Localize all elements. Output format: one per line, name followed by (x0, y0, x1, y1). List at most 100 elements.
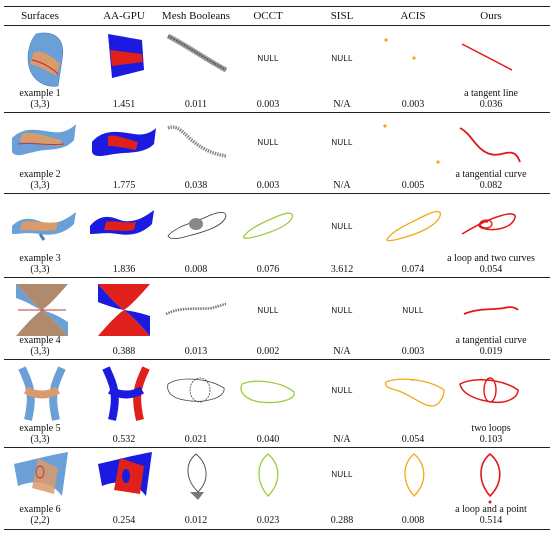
header-sisl: SISL (330, 10, 354, 22)
row6-acis: 0.008 (401, 515, 425, 526)
bottom-rule (4, 529, 550, 531)
row1-sisl: N/A (333, 99, 351, 110)
row5-degree: (3,3) (30, 434, 50, 445)
row5-sisl: N/A (333, 434, 351, 445)
row3-sisl-null: NULL (331, 222, 353, 231)
row6-ours-figure (480, 452, 501, 504)
row3-degree: (3,3) (30, 264, 50, 275)
row4-acis: 0.003 (401, 346, 425, 357)
row4-example: example 4 (19, 335, 61, 346)
row3-occt: 0.076 (256, 264, 280, 275)
header-ours: Ours (480, 10, 502, 22)
row2-surfaces-figure (12, 124, 76, 156)
row4-sisl-null: NULL (331, 306, 353, 315)
row1-surfaces-figure (27, 32, 64, 87)
row2-mesh: 0.038 (184, 180, 208, 191)
row6-occt-figure (258, 453, 279, 497)
row4-occt: 0.002 (256, 346, 280, 357)
row2-acis-figure (383, 124, 440, 164)
row2-description: a tangential curve (455, 169, 527, 180)
header-surfaces: Surfaces (21, 10, 59, 22)
row2-example: example 2 (19, 169, 61, 180)
row6-description: a loop and a point (455, 504, 527, 515)
row4-surfaces-figure (16, 284, 68, 336)
row5-aagpu: 0.532 (112, 434, 136, 445)
row4-ours-figure (463, 306, 519, 315)
row4-occt-null: NULL (257, 306, 279, 315)
row1-sisl-null: NULL (331, 54, 353, 63)
top-rule (4, 6, 550, 8)
row3-occt-figure (243, 212, 294, 239)
row2-sisl-null: NULL (331, 138, 353, 147)
row5-surfaces-figure (18, 366, 66, 421)
row1-example: example 1 (19, 88, 61, 99)
row5-rule (4, 447, 550, 448)
row3-ours: 0.054 (479, 264, 503, 275)
row2-occt: 0.003 (256, 180, 280, 191)
row1-rule (4, 112, 550, 113)
row6-sisl-null: NULL (331, 470, 353, 479)
row4-mesh-figure (165, 302, 227, 316)
row1-mesh-figure (166, 33, 228, 73)
row6-occt: 0.023 (256, 515, 280, 526)
row3-aagpu: 1.836 (112, 264, 136, 275)
row5-aagpu-figure (102, 366, 150, 421)
header-acis: ACIS (400, 10, 426, 22)
row5-description: two loops (471, 423, 511, 434)
row4-ours: 0.019 (479, 346, 503, 357)
row3-acis-figure (386, 210, 442, 242)
row6-mesh: 0.012 (184, 515, 208, 526)
row1-ours-figure (461, 43, 513, 71)
row6-ours: 0.514 (479, 515, 503, 526)
row2-degree: (3,3) (30, 180, 50, 191)
row4-degree: (3,3) (30, 346, 50, 357)
row2-occt-null: NULL (257, 138, 279, 147)
row5-sisl-null: NULL (331, 386, 353, 395)
row2-ours-figure (459, 127, 521, 163)
row3-mesh: 0.008 (184, 264, 208, 275)
row1-acis-figure (384, 38, 416, 60)
row6-acis-figure (404, 453, 425, 497)
row5-mesh: 0.021 (184, 434, 208, 445)
row1-acis: 0.003 (401, 99, 425, 110)
row3-example: example 3 (19, 253, 61, 264)
row2-mesh-figure (167, 125, 227, 158)
row1-degree: (3,3) (30, 99, 50, 110)
row1-occt: 0.003 (256, 99, 280, 110)
row2-rule (4, 193, 550, 194)
row4-sisl: N/A (333, 346, 351, 357)
row1-aagpu-figure (108, 34, 144, 78)
row3-description: a loop and two curves (447, 253, 535, 264)
row2-sisl: N/A (333, 180, 351, 191)
row6-aagpu-figure (98, 452, 152, 496)
header-occt: OCCT (253, 10, 283, 22)
row6-sisl: 0.288 (330, 515, 354, 526)
row1-description: a tangent line (464, 88, 518, 99)
row6-surfaces-figure (14, 452, 68, 496)
row3-mesh-figure (167, 212, 227, 240)
row1-mesh: 0.011 (184, 99, 208, 110)
row5-example: example 5 (19, 423, 61, 434)
row2-acis: 0.005 (401, 180, 425, 191)
row1-aagpu: 1.451 (112, 99, 136, 110)
row5-ours: 0.103 (479, 434, 503, 445)
row3-ours-figure (461, 213, 516, 235)
row6-degree: (2,2) (30, 515, 50, 526)
row4-acis-null: NULL (402, 306, 424, 315)
row4-mesh: 0.013 (184, 346, 208, 357)
row2-aagpu-figure (92, 128, 156, 156)
row6-mesh-figure (187, 453, 207, 500)
row3-sisl: 3.612 (330, 264, 354, 275)
header-aagpu: AA-GPU (103, 10, 145, 22)
row4-rule (4, 359, 550, 360)
row5-mesh-figure (167, 377, 225, 403)
row1-occt-null: NULL (257, 54, 279, 63)
row3-aagpu-figure (90, 210, 154, 235)
row3-surfaces-figure (12, 212, 76, 241)
row2-aagpu: 1.775 (112, 180, 136, 191)
row5-occt-figure (240, 380, 295, 404)
row4-description: a tangential curve (455, 335, 527, 346)
row5-occt: 0.040 (256, 434, 280, 445)
row5-acis: 0.054 (401, 434, 425, 445)
